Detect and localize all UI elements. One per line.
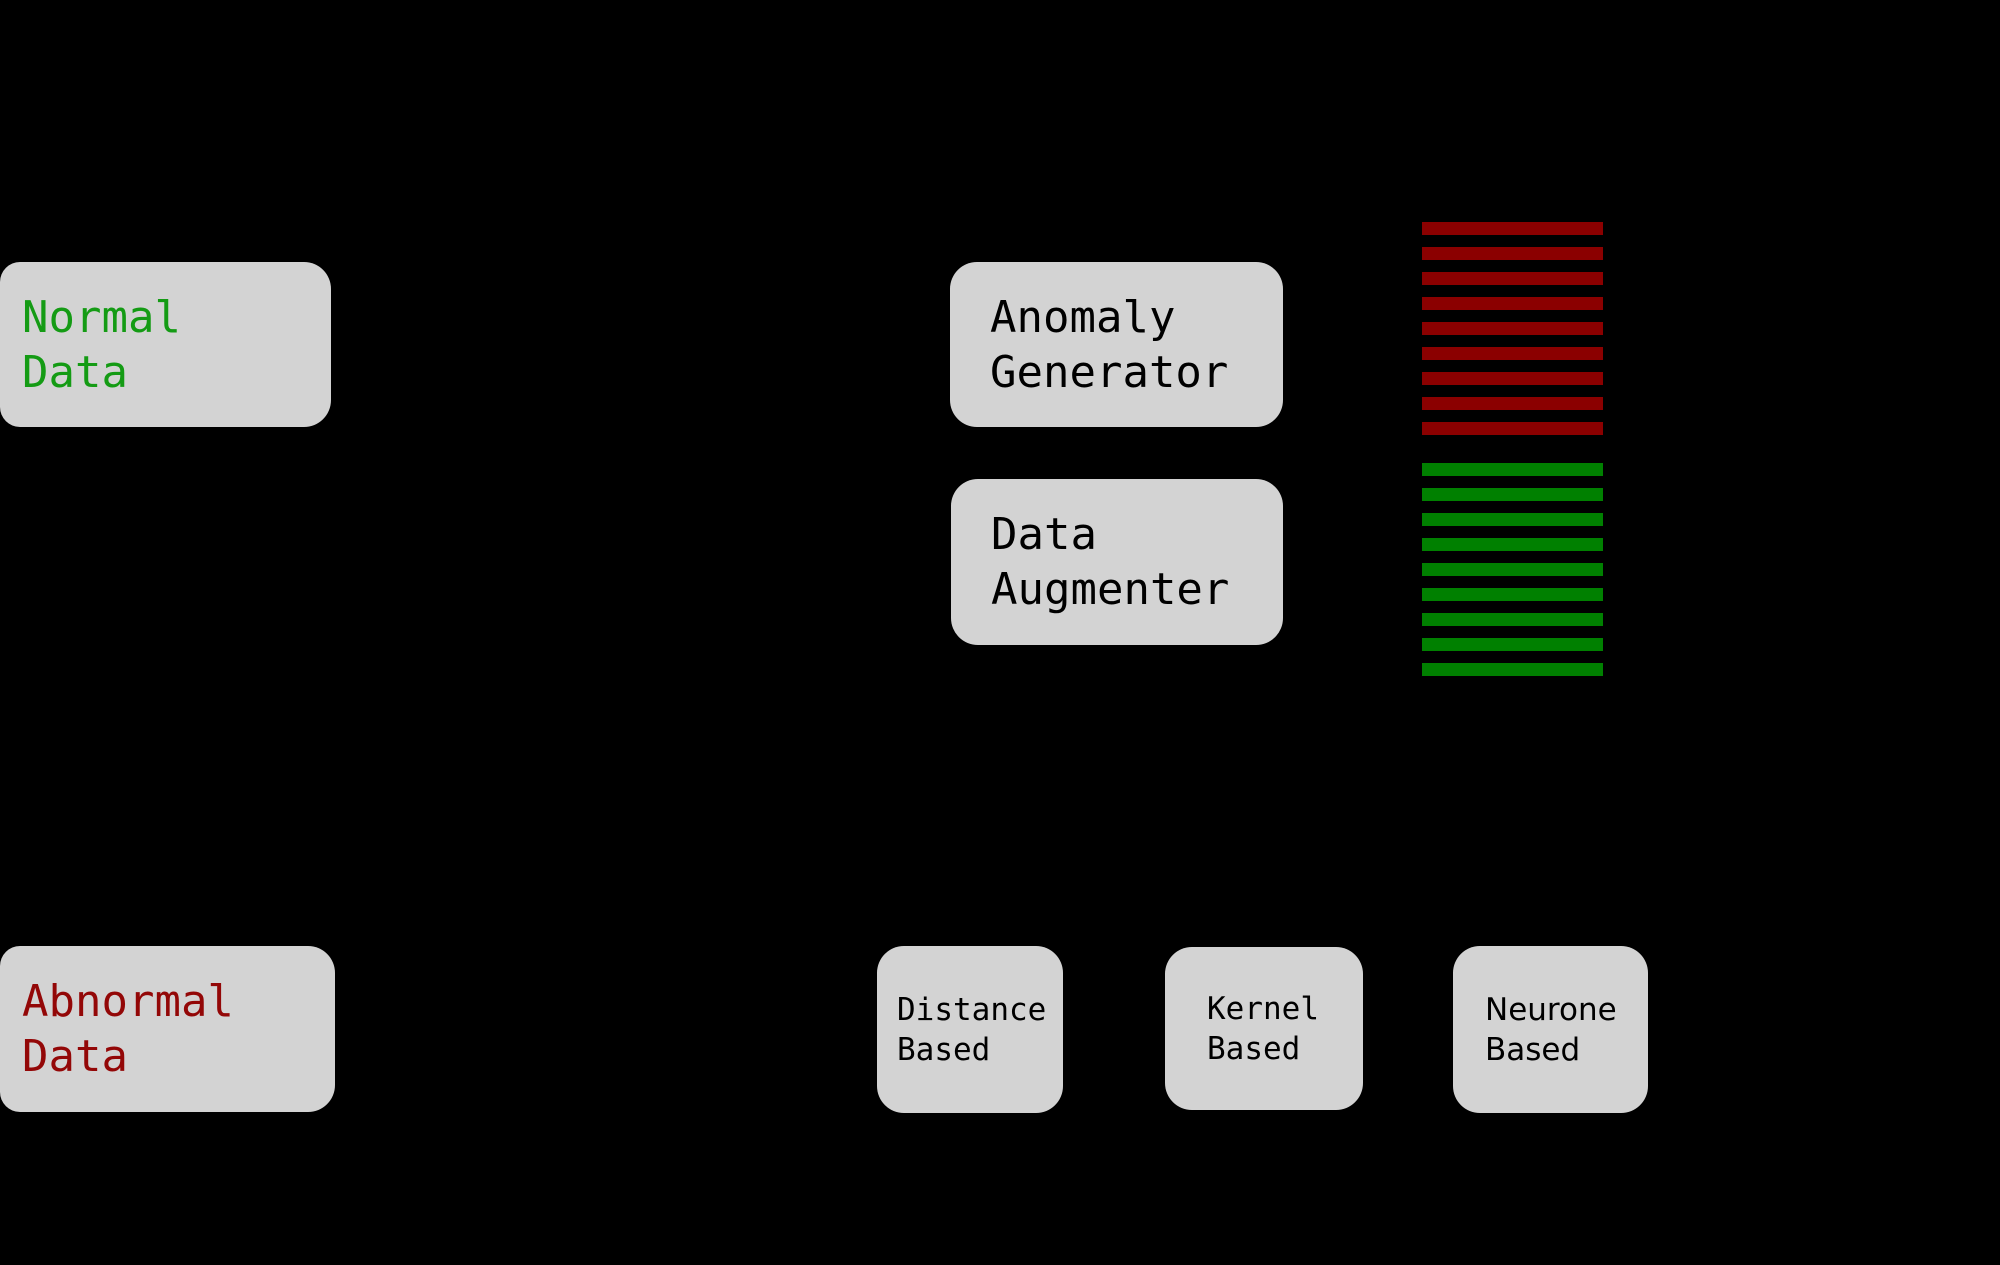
- normal-data-label: Normal Data: [22, 291, 181, 398]
- anomaly-sample-stripe: [1422, 422, 1603, 435]
- anomaly-sample-stripe: [1422, 347, 1603, 360]
- node-distance-based: Distance Based: [877, 946, 1063, 1113]
- abnormal-data-label: Abnormal Data: [22, 976, 234, 1082]
- node-data-augmenter: Data Augmenter: [951, 479, 1283, 645]
- node-neurone-based: Neurone Based: [1453, 946, 1648, 1113]
- normal-sample-stripe: [1422, 463, 1603, 476]
- node-anomaly-generator: Anomaly Generator: [950, 262, 1283, 427]
- normal-sample-stripe: [1422, 488, 1603, 501]
- neurone-based-label: Neurone Based: [1485, 991, 1617, 1068]
- anomaly-sample-stripe: [1422, 297, 1603, 310]
- anomaly-generator-label: Anomaly Generator: [990, 291, 1229, 398]
- normal-sample-stripe: [1422, 563, 1603, 576]
- normal-sample-stripe: [1422, 638, 1603, 651]
- anomaly-sample-stripe: [1422, 247, 1603, 260]
- anomaly-sample-stripe: [1422, 222, 1603, 235]
- normal-sample-stripe: [1422, 513, 1603, 526]
- anomaly-sample-stripe: [1422, 397, 1603, 410]
- anomaly-sample-stripe: [1422, 272, 1603, 285]
- anomaly-sample-stripe: [1422, 372, 1603, 385]
- node-abnormal-data: Abnormal Data: [0, 946, 335, 1112]
- normal-sample-stripe: [1422, 663, 1603, 676]
- normal-sample-stripe: [1422, 613, 1603, 626]
- node-normal-data: Normal Data: [0, 262, 331, 427]
- data-augmenter-label: Data Augmenter: [991, 509, 1230, 615]
- node-kernel-based: Kernel Based: [1165, 947, 1363, 1110]
- normal-sample-stripe: [1422, 588, 1603, 601]
- anomaly-sample-stripe: [1422, 322, 1603, 335]
- anomaly-samples-stack: [1422, 222, 1603, 435]
- normal-sample-stripe: [1422, 538, 1603, 551]
- kernel-based-label: Kernel Based: [1207, 990, 1319, 1067]
- normal-samples-stack: [1422, 463, 1603, 676]
- distance-based-label: Distance Based: [897, 991, 1047, 1068]
